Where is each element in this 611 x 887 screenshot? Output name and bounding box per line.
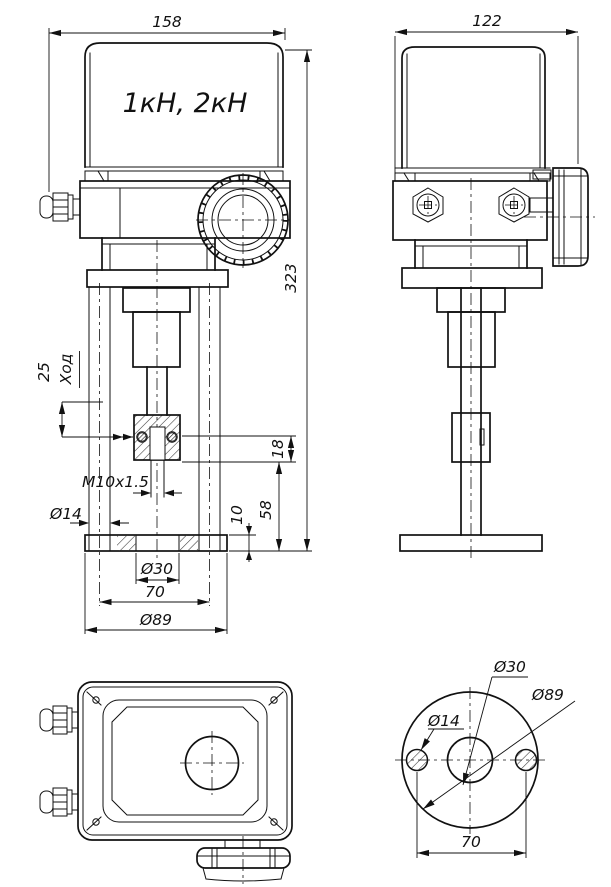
flange-view: Ø30 Ø89 Ø14 70 (395, 658, 576, 858)
front-view: 1кН, 2кН (35, 13, 312, 634)
cover-outline-top (77, 681, 293, 841)
dim-stroke-25: 25 Ход (35, 351, 133, 441)
dim-dia30: Ø30 (135, 553, 180, 584)
corner-screws (86, 691, 284, 831)
mounting-neck-side (401, 239, 543, 289)
sight-glass-top (180, 731, 244, 795)
dim-dia14: Ø14 (49, 505, 129, 527)
dim-flange-70: 70 (416, 772, 527, 858)
handwheel-top (196, 836, 291, 884)
rod-coupling-front (133, 414, 181, 498)
dim-flange-dia14: Ø14 (420, 712, 464, 751)
dim-58: 58 (257, 462, 283, 551)
dim-label-122: 122 (472, 12, 502, 30)
dim-label-58: 58 (257, 500, 275, 520)
dim-label-dia14: Ø14 (49, 505, 82, 523)
dim-label-dia89: Ø89 (139, 611, 172, 629)
actuator-body-front (79, 180, 291, 239)
handwheel-front (196, 173, 290, 268)
dim-flange-dia89: Ø89 (422, 686, 576, 810)
dim-dia89: Ø89 (84, 553, 228, 634)
top-view (39, 681, 293, 884)
dim-label-stroke: Ход (57, 354, 75, 386)
dim-thread-m10: M10x1.5 (82, 473, 182, 497)
dim-label-10: 10 (228, 505, 246, 525)
cable-gland-top-2 (39, 787, 79, 817)
cylinder-column-side (399, 178, 543, 560)
mounting-neck-front (86, 237, 229, 288)
dim-label-flange-dia14: Ø14 (427, 712, 460, 730)
actuator-cover-front: 1кН, 2кН (84, 42, 284, 182)
hex-bolt-left (412, 187, 444, 223)
base-flange-front (84, 534, 228, 552)
dim-label-70: 70 (145, 583, 165, 601)
dim-label-flange-70: 70 (461, 833, 481, 851)
dim-label-323: 323 (282, 263, 300, 293)
dim-label-m10: M10x1.5 (82, 473, 149, 491)
force-rating-label: 1кН, 2кН (123, 88, 248, 119)
actuator-body-side (392, 180, 548, 241)
dim-label-flange-dia30: Ø30 (493, 658, 526, 676)
dim-122: 122 (394, 12, 579, 178)
actuator-cover-side (394, 46, 551, 182)
cylinder-rod-front (122, 240, 191, 560)
hex-bolt-right (498, 187, 530, 223)
dim-label-25: 25 (35, 362, 53, 382)
side-view: 122 (392, 12, 595, 560)
dim-158: 158 (48, 13, 286, 192)
dim-flange-dia30: Ø30 (462, 658, 528, 786)
guide-columns-front (88, 283, 221, 606)
dim-label-158: 158 (152, 13, 182, 31)
dim-label-dia30: Ø30 (140, 560, 173, 578)
dim-323: 323 (229, 49, 312, 552)
dim-label-18: 18 (269, 439, 287, 459)
cable-gland-top-1 (39, 705, 79, 735)
handwheel-side (524, 167, 595, 267)
cable-gland-front (39, 192, 81, 222)
dim-70: 70 (99, 583, 210, 606)
dim-10: 10 (228, 505, 256, 562)
dim-label-flange-dia89: Ø89 (531, 686, 564, 704)
